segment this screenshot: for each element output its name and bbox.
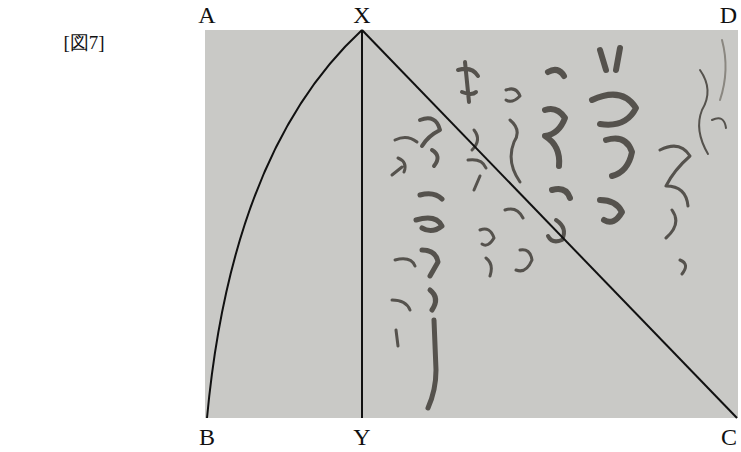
line-xy (361, 30, 363, 418)
point-label: Y (353, 425, 370, 449)
point-label: C (721, 425, 737, 449)
line-xc (362, 30, 737, 418)
figure-number: [図7] (63, 33, 104, 52)
point-label: X (353, 3, 370, 27)
photo-ground (205, 30, 738, 418)
point-label: A (198, 3, 215, 27)
point-label: B (199, 425, 215, 449)
arc-xb (207, 30, 362, 418)
brush-strokes (392, 40, 726, 408)
point-label: D (720, 3, 737, 27)
construction-lines (207, 30, 737, 418)
